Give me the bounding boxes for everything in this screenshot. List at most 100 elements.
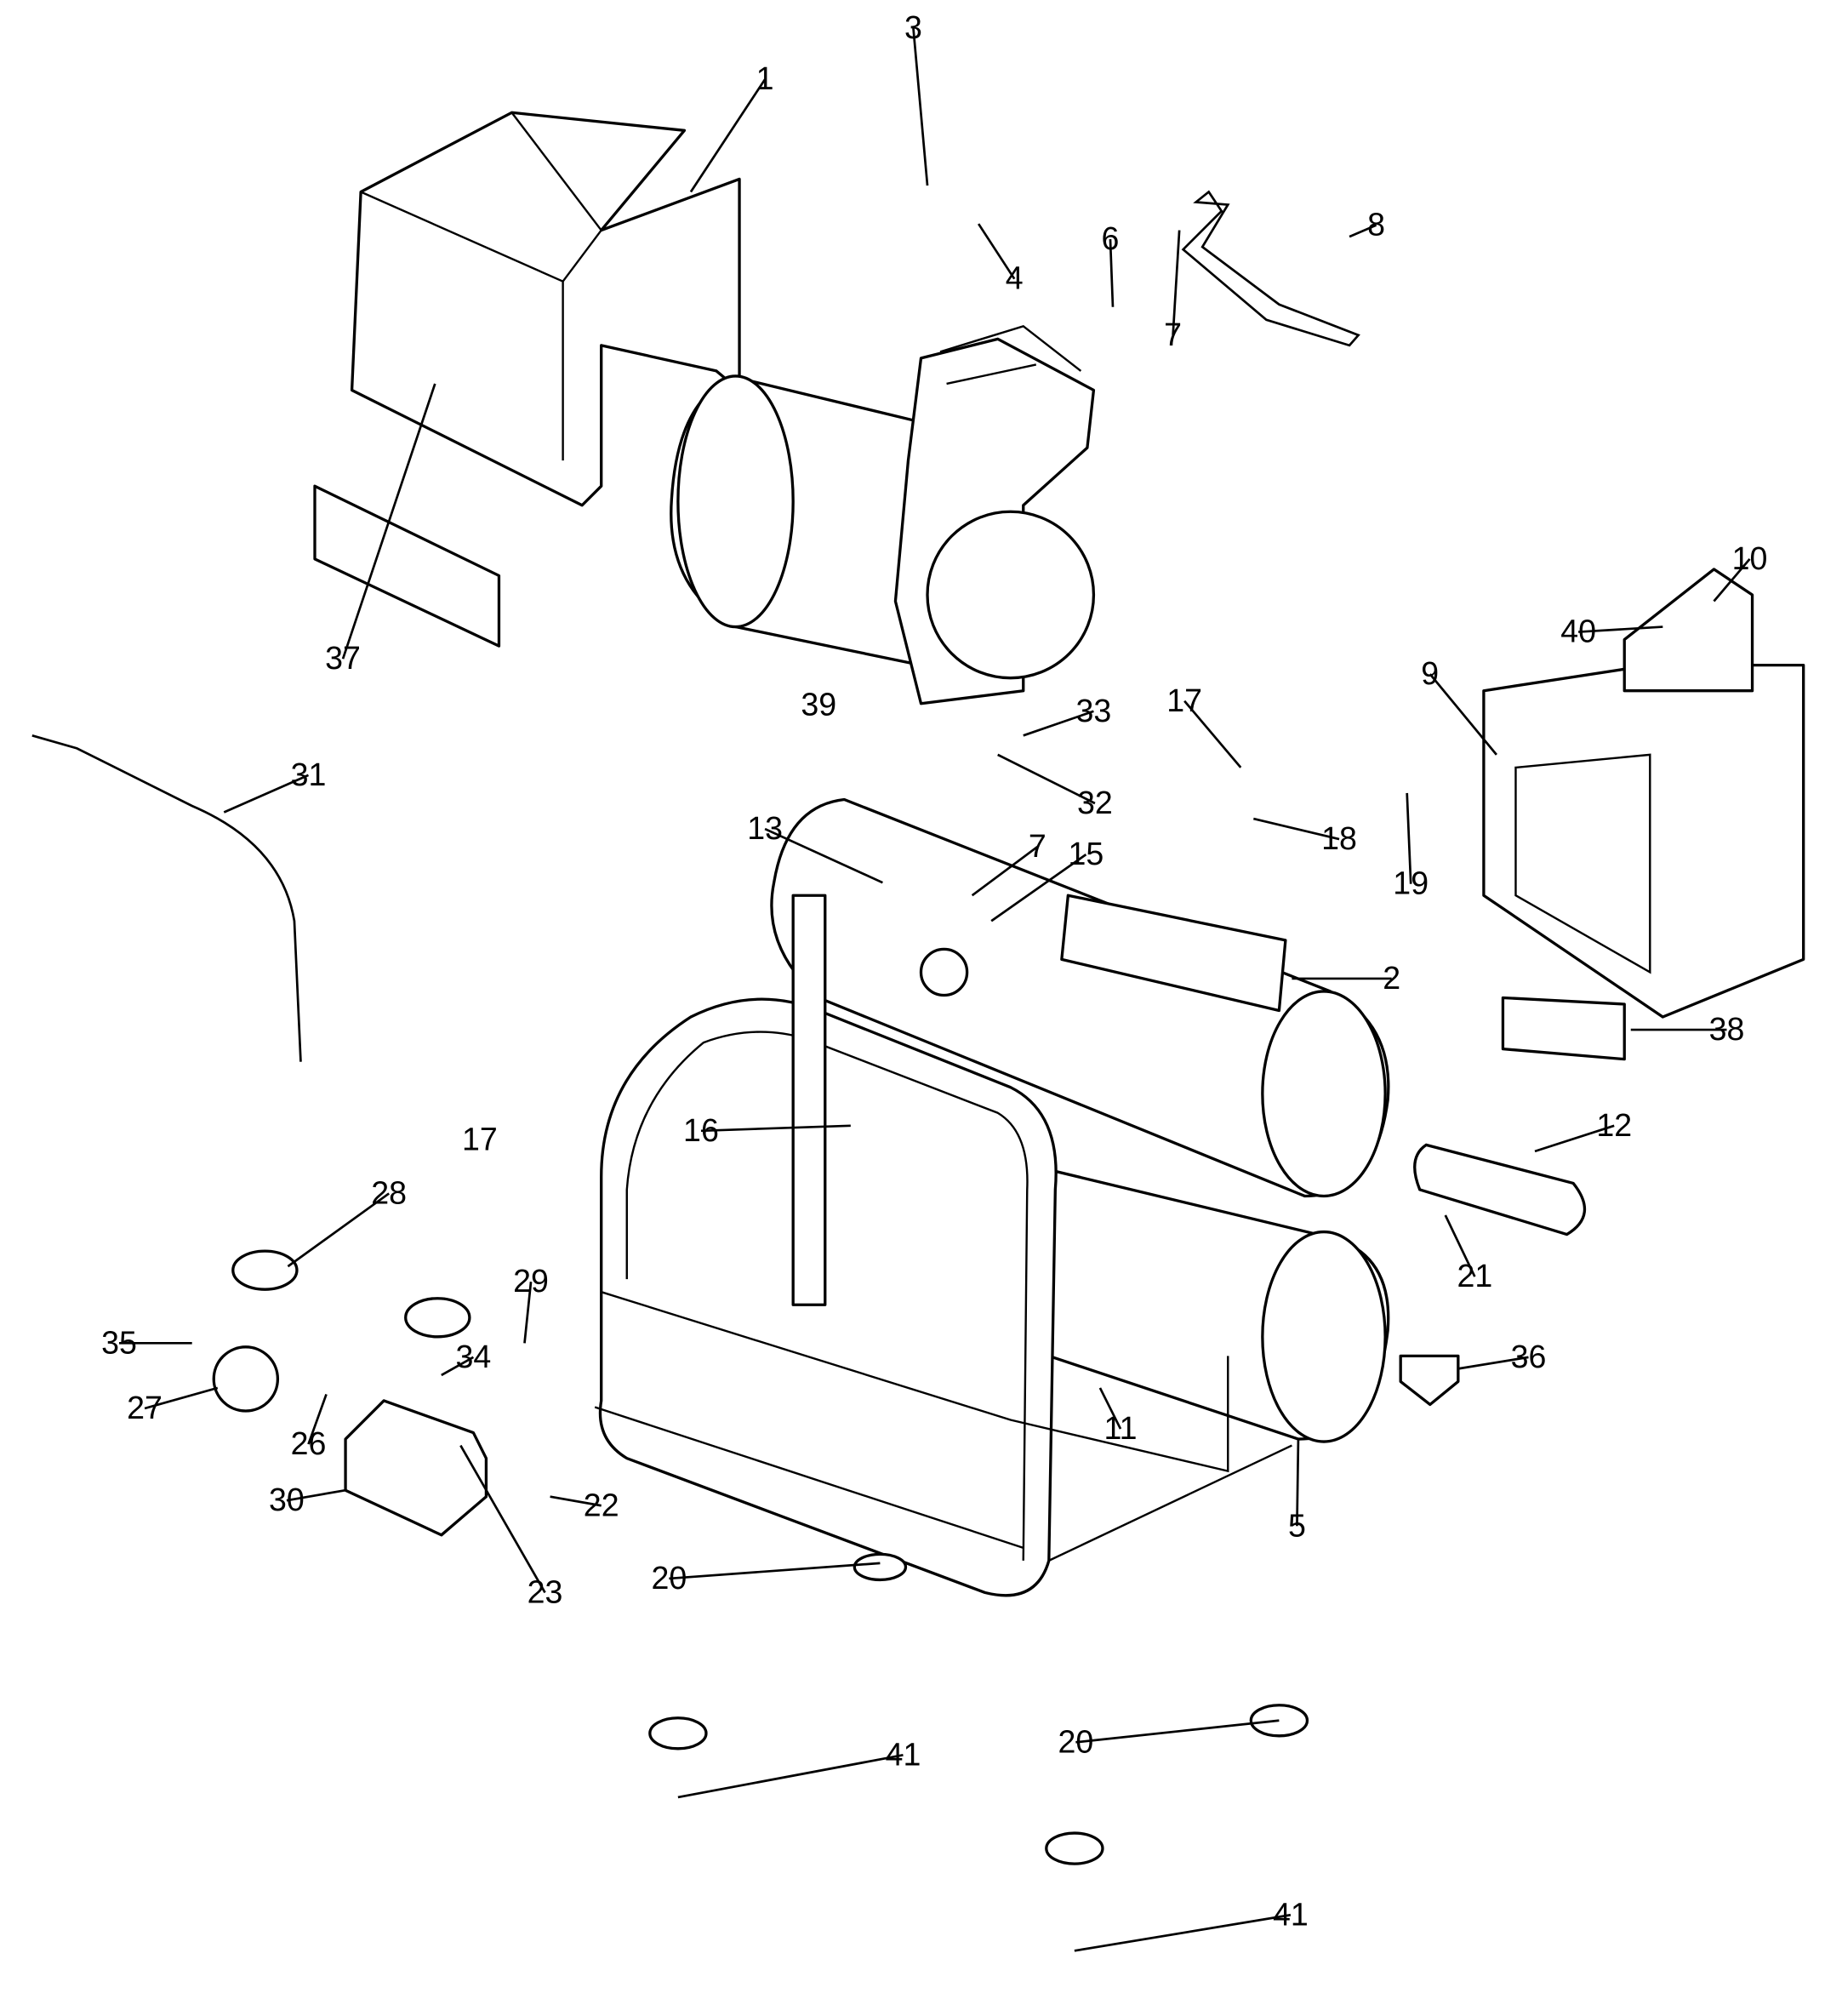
leader-line-16 — [700, 1124, 851, 1133]
callout-12: 12 — [1596, 1107, 1632, 1143]
callout-6: 6 — [1102, 220, 1120, 256]
gauge-28b — [404, 1297, 471, 1339]
callout-18: 18 — [1321, 820, 1357, 856]
callout-21: 21 — [1457, 1258, 1492, 1294]
callout-34: 34 — [455, 1339, 491, 1374]
callout-17: 17 — [1166, 682, 1202, 718]
leader-line-20 — [1075, 1719, 1280, 1744]
leader-line-9 — [1429, 673, 1497, 756]
front-shroud — [1482, 568, 1805, 1019]
decal-37 — [313, 484, 501, 648]
callout-3: 3 — [904, 9, 922, 45]
leader-line-11 — [1098, 1387, 1122, 1430]
callout-36: 36 — [1511, 1339, 1547, 1374]
gauge-28a — [231, 1249, 299, 1291]
leader-line-4 — [978, 223, 1016, 280]
callout-37: 37 — [325, 640, 361, 676]
callout-20: 20 — [651, 1560, 687, 1596]
leader-line-21 — [1444, 1214, 1476, 1277]
leader-line-22 — [550, 1495, 602, 1507]
motor — [670, 324, 1096, 705]
leader-line-3 — [912, 27, 929, 186]
callout-39: 39 — [801, 686, 836, 722]
callout-11: 11 — [1103, 1410, 1137, 1446]
frame — [594, 894, 1292, 1597]
callout-27: 27 — [127, 1390, 163, 1425]
leader-line-41 — [1074, 1913, 1292, 1952]
decal-38 — [1501, 996, 1626, 1061]
leader-line-29 — [523, 1282, 533, 1344]
callout-4: 4 — [1006, 260, 1024, 296]
regulator-27 — [212, 1345, 280, 1413]
callout-31: 31 — [291, 757, 327, 792]
callout-35: 35 — [101, 1324, 137, 1360]
leader-line-26 — [307, 1394, 328, 1445]
callout-7: 7 — [1164, 317, 1182, 352]
leader-line-1 — [689, 78, 767, 193]
callout-23: 23 — [528, 1573, 563, 1609]
callout-41: 41 — [1273, 1896, 1309, 1932]
leader-line-23 — [459, 1444, 546, 1594]
leader-line-31 — [223, 774, 310, 814]
leader-line-37 — [341, 383, 436, 660]
power-cord-31 — [31, 734, 302, 1062]
leader-line-41 — [677, 1754, 904, 1799]
callout-41: 41 — [886, 1736, 921, 1772]
callout-28: 28 — [371, 1174, 407, 1210]
leader-line-18 — [1253, 817, 1340, 841]
callout-8: 8 — [1367, 207, 1385, 243]
handle-8 — [1181, 190, 1360, 347]
leader-line-17 — [1183, 700, 1242, 768]
leader-line-20 — [669, 1562, 881, 1580]
callout-1: 1 — [756, 60, 774, 96]
leader-line-19 — [1406, 792, 1412, 884]
leader-lines — [119, 27, 1751, 1952]
leader-line-32 — [997, 753, 1096, 805]
callout-30: 30 — [269, 1482, 305, 1517]
callout-17: 17 — [462, 1121, 498, 1156]
leader-line-13 — [764, 827, 883, 884]
leader-line-34 — [441, 1356, 475, 1377]
leader-line-7 — [971, 846, 1039, 897]
callout-15: 15 — [1069, 836, 1104, 871]
callout-32: 32 — [1077, 785, 1113, 820]
callout-5: 5 — [1288, 1507, 1306, 1543]
leader-line-33 — [1023, 710, 1094, 737]
lower-tank — [970, 1150, 1390, 1443]
callout-40: 40 — [1560, 614, 1596, 649]
leader-line-27 — [144, 1386, 219, 1410]
callout-38: 38 — [1709, 1011, 1745, 1047]
leader-line-6 — [1109, 239, 1115, 307]
callout-29: 29 — [513, 1263, 549, 1299]
callout-13: 13 — [747, 810, 783, 846]
leader-line-28 — [287, 1192, 390, 1268]
leader-line-5 — [1296, 1439, 1300, 1527]
callout-7: 7 — [1029, 828, 1046, 864]
leader-line-36 — [1457, 1356, 1529, 1370]
rear-shroud — [350, 111, 741, 507]
leader-line-15 — [990, 854, 1087, 922]
leader-line-30 — [286, 1488, 346, 1502]
leader-line-10 — [1713, 558, 1751, 603]
rubber-feet — [648, 1552, 1309, 1865]
callout-19: 19 — [1393, 865, 1429, 901]
label-36 — [1399, 1354, 1460, 1407]
callout-9: 9 — [1421, 655, 1439, 691]
leader-line-12 — [1534, 1124, 1615, 1153]
pressure-switch-30 — [344, 1399, 488, 1537]
handle-grip-12 — [1413, 1143, 1586, 1236]
callout-2: 2 — [1383, 960, 1400, 996]
callout-20: 20 — [1058, 1723, 1093, 1759]
upper-tank — [770, 797, 1390, 1198]
leader-line-8 — [1349, 224, 1377, 238]
callout-22: 22 — [584, 1487, 619, 1522]
callout-26: 26 — [291, 1425, 327, 1461]
leader-line-40 — [1578, 625, 1663, 633]
callout-10: 10 — [1732, 540, 1768, 576]
leader-line-7 — [1172, 230, 1181, 335]
callout-16: 16 — [683, 1112, 719, 1148]
callout-33: 33 — [1076, 693, 1112, 728]
